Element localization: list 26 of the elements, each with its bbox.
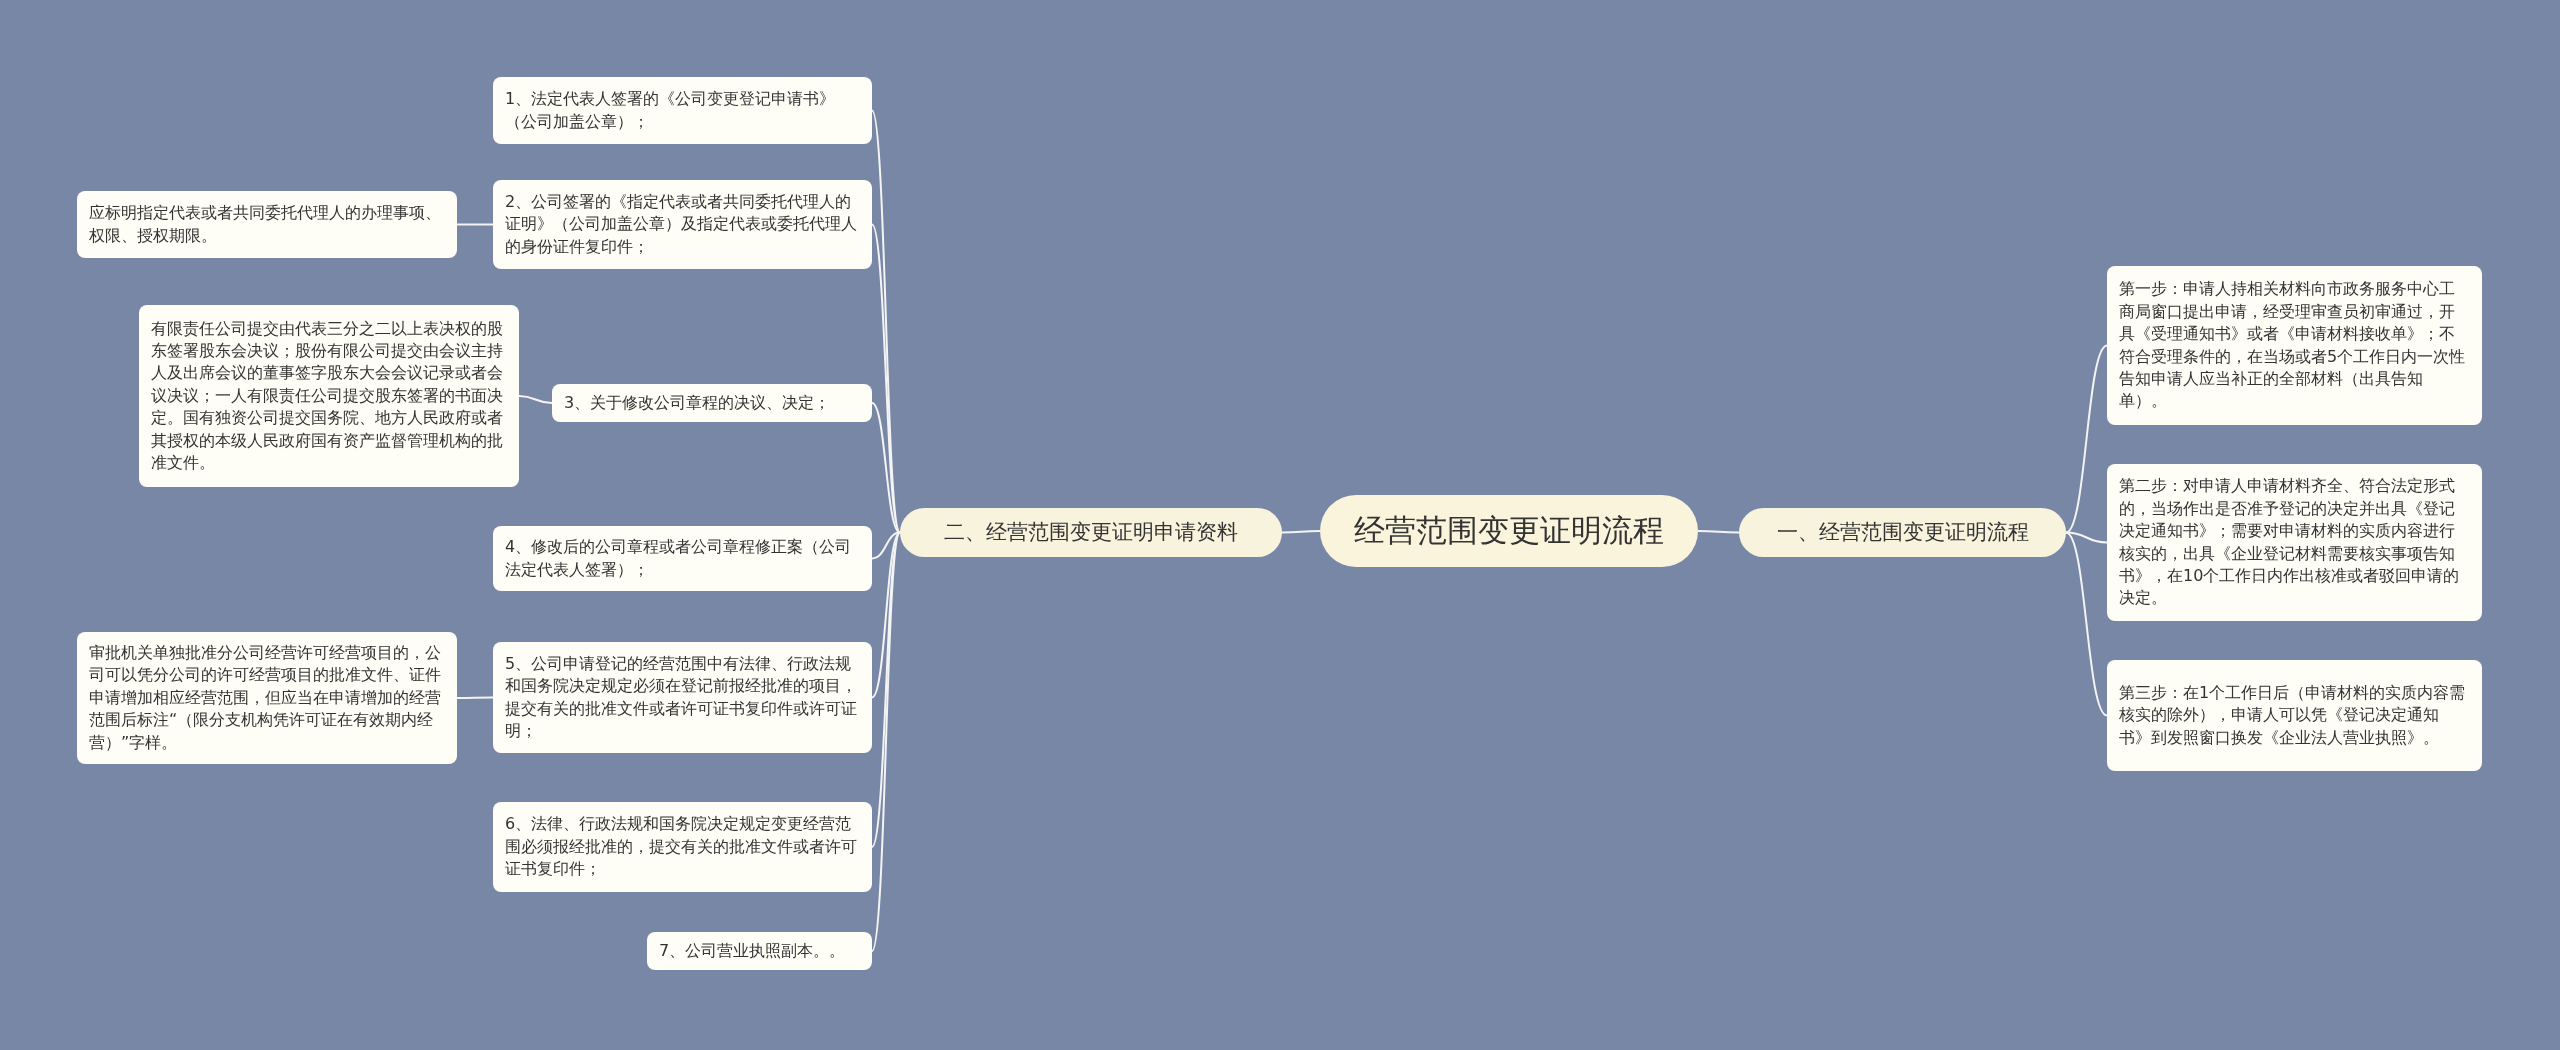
leaf-topic: 审批机关单独批准分公司经营许可经营项目的，公司可以凭分公司的许可经营项目的批准文件、证件申请增加相应经营范围，但应当在申请增加的经营范围后标注“（限分支机构凭许可证在有效期内经营）”字样。 (77, 632, 457, 764)
connector-line (871, 531, 901, 560)
connector-line (456, 223, 494, 226)
leaf-topic: 有限责任公司提交由代表三分之二以上表决权的股东签署股东会决议；股份有限公司提交由会议主持人及出席会议的董事签字股东大会会议记录或者会议决议；一人有限责任公司提交股东签署的书面决定。国有独资公司提交国务院、地方人民政府或者其授权的本级人民政府国有资产监督管理机构的批准文件。 (139, 305, 519, 487)
leaf-topic: 应标明指定代表或者共同委托代理人的办理事项、权限、授权期限。 (77, 191, 457, 258)
leaf-topic: 7、公司营业执照副本。。 (647, 932, 872, 971)
central-topic: 经营范围变更证明流程 (1320, 495, 1698, 567)
leaf-topic: 第二步：对申请人申请材料齐全、符合法定形式的，当场作出是否准予登记的决定并出具《登记决定通知书》；需要对申请材料的实质内容进行核实的，出具《企业登记材料需要核实事项告知书》，在10个工作日内作出核准或者驳回申请的决定。 (2107, 464, 2482, 621)
connector-line (2065, 344, 2108, 534)
leaf-topic: 5、公司申请登记的经营范围中有法律、行政法规和国务院决定规定必须在登记前报经批准的项目，提交有关的批准文件或者许可证书复印件或许可证明； (493, 642, 872, 753)
leaf-topic: 第三步：在1个工作日后（申请材料的实质内容需核实的除外），申请人可以凭《登记决定通知书》到发照窗口换发《企业法人营业执照》。 (2107, 660, 2482, 771)
connector-line (1281, 530, 1321, 534)
connector-line (1697, 530, 1740, 534)
connector-line (871, 402, 901, 534)
connector-line (518, 395, 553, 404)
leaf-topic: 第一步：申请人持相关材料向市政务服务中心工商局窗口提出申请，经受理审查员初审通过，开具《受理通知书》或者《申请材料接收单》；不符合受理条件的，在当场或者5个工作日内一次性告知申请人应当补正的全部材料（出具告知单）。 (2107, 266, 2482, 425)
branch-topic: 一、经营范围变更证明流程 (1739, 508, 2066, 557)
leaf-topic: 4、修改后的公司章程或者公司章程修正案（公司法定代表人签署）； (493, 526, 872, 591)
leaf-topic: 6、法律、行政法规和国务院决定规定变更经营范围必须报经批准的，提交有关的批准文件或者许可证书复印件； (493, 802, 872, 892)
connector-line (456, 696, 494, 699)
leaf-topic: 3、关于修改公司章程的决议、决定； (552, 384, 872, 423)
connector-line (2065, 531, 2108, 717)
connector-line (871, 531, 901, 699)
branch-topic: 二、经营范围变更证明申请资料 (900, 508, 1282, 557)
leaf-topic: 1、法定代表人签署的《公司变更登记申请书》（公司加盖公章）； (493, 77, 872, 144)
leaf-topic: 2、公司签署的《指定代表或者共同委托代理人的证明》（公司加盖公章）及指定代表或委托代理人的身份证件复印件； (493, 180, 872, 269)
